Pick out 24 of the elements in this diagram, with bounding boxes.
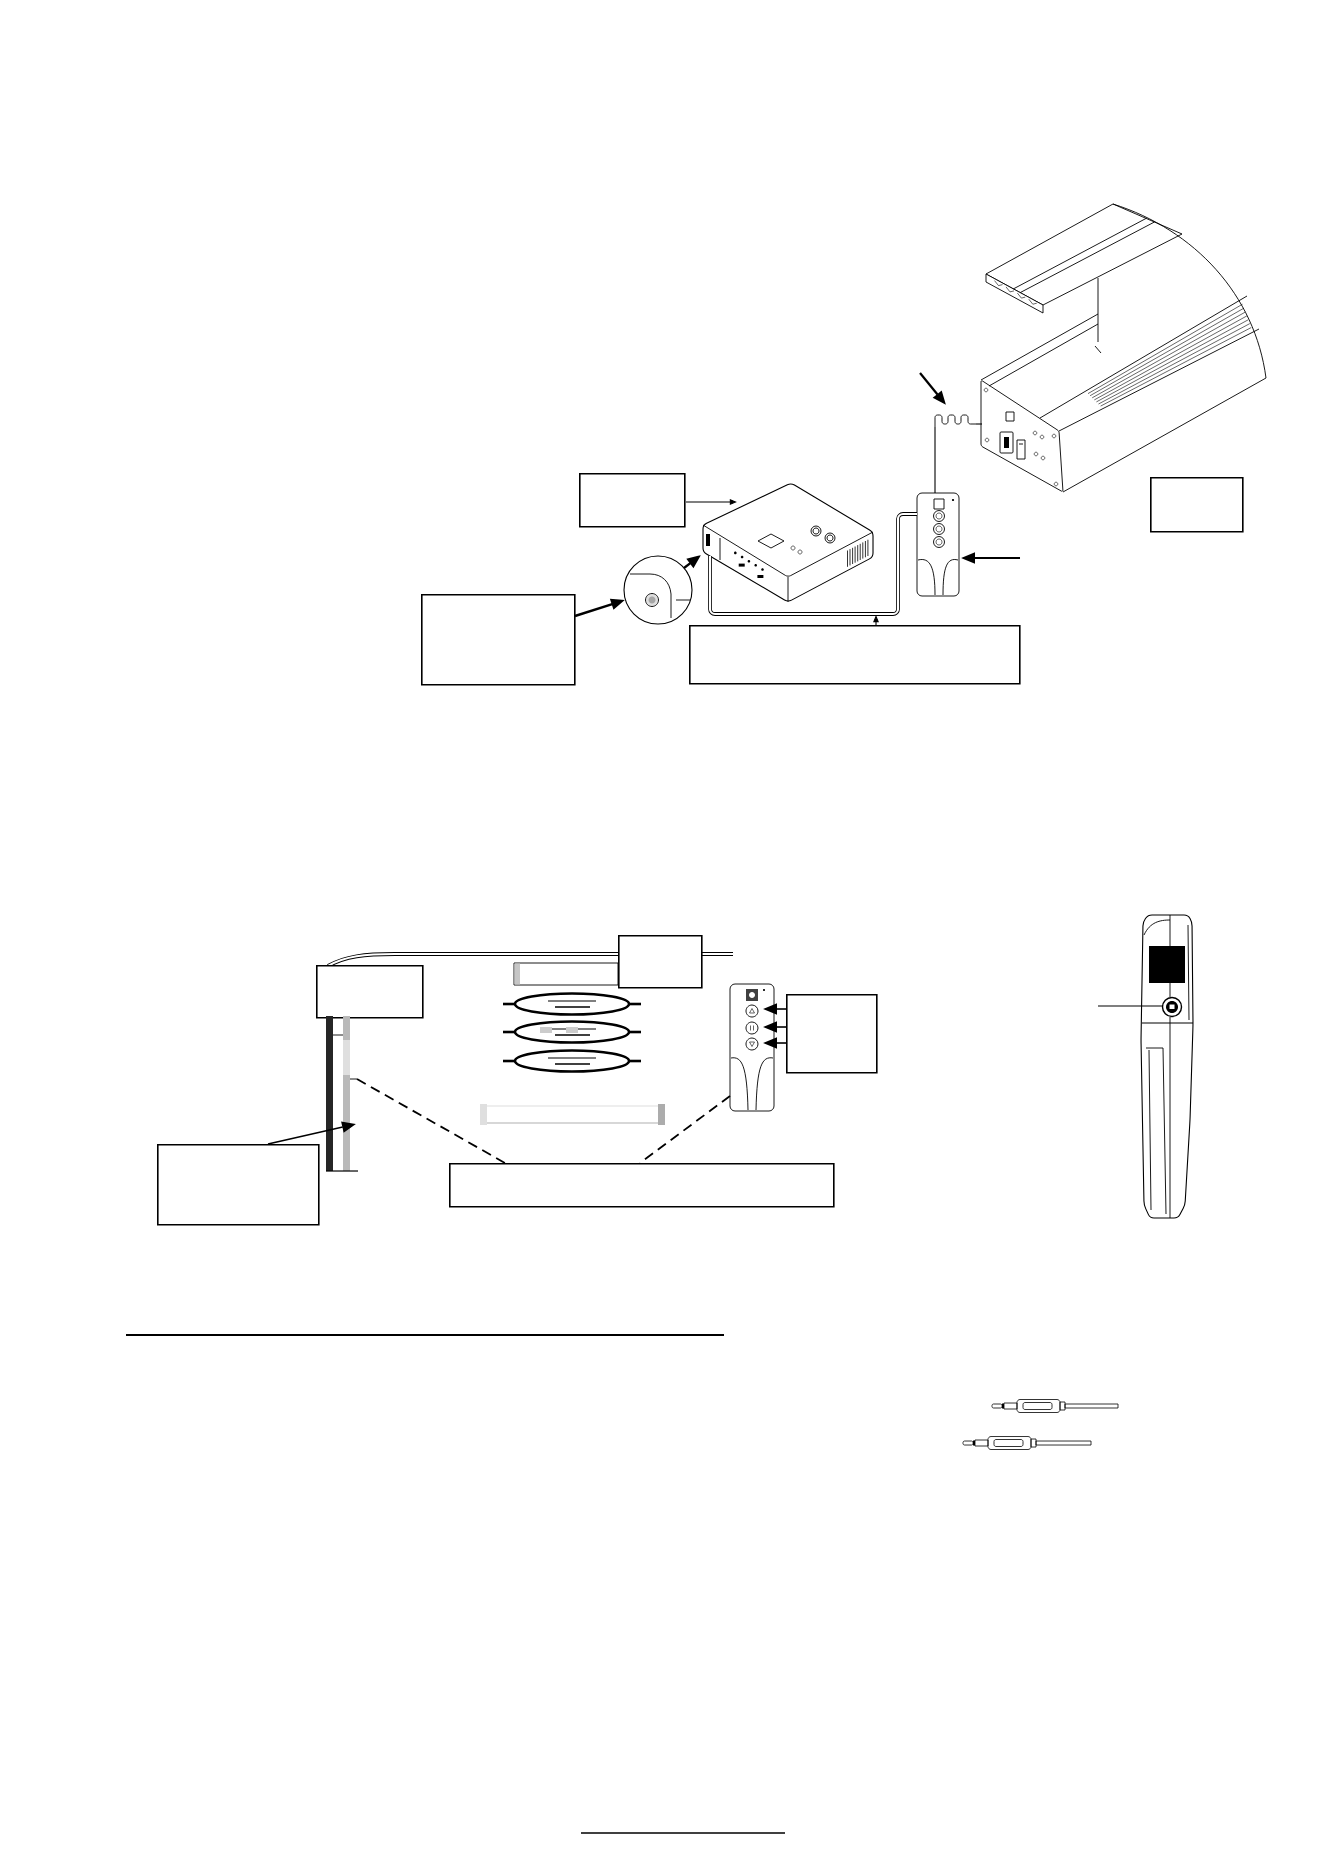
callout-box: [579, 473, 686, 528]
screen-strip: [325, 1016, 359, 1172]
detail-inset: [623, 555, 693, 625]
dashed-line: [639, 1095, 731, 1164]
cable: [975, 423, 983, 425]
callout-box: [1150, 477, 1244, 533]
cable: [708, 512, 917, 616]
leader-line: [1097, 1005, 1164, 1007]
dashed-line: [356, 1078, 506, 1164]
callout-box: [421, 594, 576, 686]
coiled-cable: [934, 414, 977, 428]
screen-housing: [980, 203, 1267, 493]
projector: [702, 483, 874, 603]
remote-control: [729, 983, 775, 1112]
remote-side-view: [1140, 914, 1194, 1219]
remote-control: [916, 492, 960, 597]
callout-box: [157, 1144, 320, 1226]
arrow: [685, 499, 737, 505]
callout-box: [449, 1163, 835, 1208]
callout-box: [618, 935, 703, 989]
cable: [934, 426, 936, 494]
callout-box: [316, 965, 424, 1019]
callout-box: [786, 994, 878, 1074]
callout-box: [689, 625, 1021, 685]
